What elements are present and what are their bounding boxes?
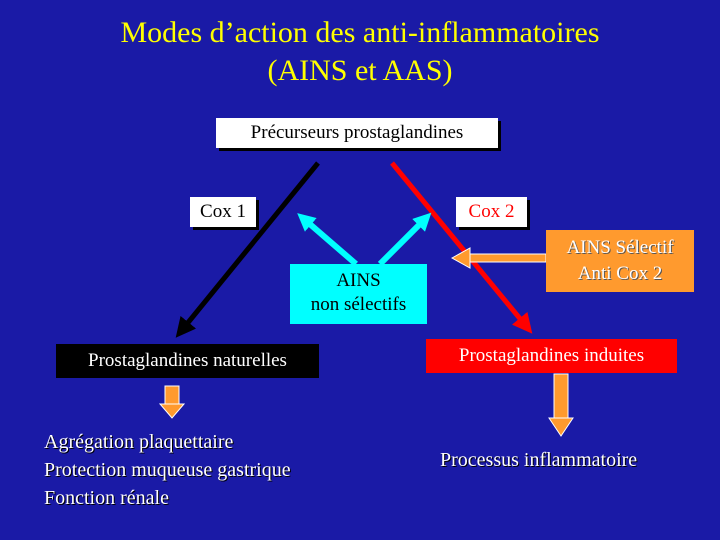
ains-selective-box: AINS Sélectif Anti Cox 2 — [546, 230, 694, 292]
precursors-box: Précurseurs prostaglandines — [216, 118, 498, 148]
effect-item: Agrégation plaquettaire — [44, 431, 234, 453]
natural-effects-list: Agrégation plaquettaire Protection muque… — [44, 428, 291, 512]
cox1-pathway-arrow — [175, 161, 320, 338]
ains-selective-line-2: Anti Cox 2 — [577, 263, 663, 284]
induced-effect: Processus inflammatoire — [440, 449, 638, 471]
title-line-1: Modes d’action des anti-inflammatoires — [120, 16, 600, 49]
selective-arrow-shaft — [465, 253, 547, 263]
cox1-box: Cox 1 — [190, 197, 256, 227]
title-line-2: (AINS et AAS) — [267, 54, 453, 87]
cox2-box: Cox 2 — [456, 197, 527, 227]
natural-prostaglandins-box: Prostaglandines naturelles — [56, 344, 319, 378]
ains-selective-line-1: AINS Sélectif — [566, 237, 674, 258]
induced-prostaglandins-box: Prostaglandines induites — [426, 339, 677, 373]
ains-to-cox2-arrow — [377, 212, 432, 267]
effect-item: Protection muqueuse gastrique — [44, 459, 291, 481]
cox2-pathway-arrow — [390, 161, 533, 334]
ains-to-cox1-arrow — [297, 213, 358, 267]
ains-nonselective-line-2: non sélectifs — [310, 294, 407, 315]
induced-effects-arrow — [548, 373, 574, 437]
ains-nonselective-box: AINS non sélectifs — [290, 264, 427, 324]
selective-arrow-head — [450, 247, 471, 269]
effect-item: Fonction rénale — [44, 487, 169, 509]
ains-nonselective-line-1: AINS — [336, 270, 381, 291]
natural-effects-arrow — [158, 385, 186, 419]
slide-title: Modes d’action des anti-inflammatoires (… — [0, 14, 720, 90]
